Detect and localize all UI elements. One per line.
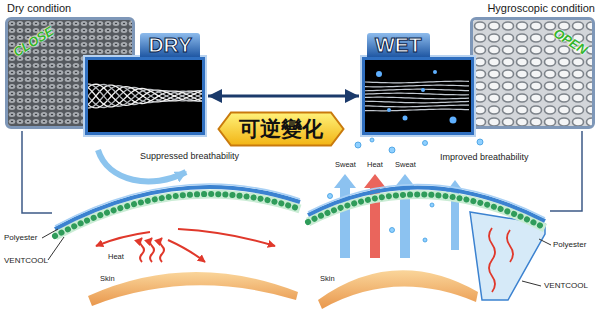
twisted-fiber <box>88 85 202 105</box>
water-drop <box>387 108 391 112</box>
heat-arrow <box>178 229 275 246</box>
leader-line <box>48 237 64 260</box>
state-tab: DRY <box>140 33 200 57</box>
layer-name: Polyester <box>4 233 37 243</box>
fiber-closeup-box: DRY <box>85 57 205 135</box>
water-drop <box>376 71 382 77</box>
straight-fiber <box>365 85 469 87</box>
fiber-closeup-box: WET <box>362 57 474 135</box>
condition-title: Hygroscopic condition <box>487 2 595 14</box>
state-tab: WET <box>367 33 430 57</box>
polyester-layer <box>55 184 300 226</box>
ventcool-layer <box>55 194 300 236</box>
bracket-line <box>550 131 582 211</box>
twisted-fiber <box>88 88 202 107</box>
heat-wave <box>140 238 144 262</box>
twisted-fiber <box>88 84 202 106</box>
polyester-layer <box>308 187 545 221</box>
condition-title: Dry condition <box>7 2 71 14</box>
straight-fiber <box>365 81 469 83</box>
skin-band <box>88 272 298 306</box>
mesh-texture <box>473 20 592 126</box>
layer-name: Polyester <box>553 240 586 250</box>
twisted-fiber <box>88 85 202 104</box>
leader-line <box>539 239 551 245</box>
heat-arrow <box>168 240 205 262</box>
fabric-photo-box: Hygroscopic conditionOPEN <box>470 17 595 129</box>
flow-label: Heat <box>108 252 124 261</box>
straight-fiber <box>365 89 469 91</box>
twisted-fiber <box>88 84 202 105</box>
fiber-wave <box>489 228 495 292</box>
change-label: 可逆變化 <box>217 111 345 147</box>
water-drop <box>403 116 408 121</box>
layer-name: VENTCOOL <box>4 256 48 266</box>
water-drop <box>421 88 425 92</box>
leader-line <box>522 281 541 286</box>
skin-label: Skin <box>100 274 115 283</box>
polyester-layer <box>308 184 545 218</box>
leader-line <box>42 229 58 238</box>
layer-name: VENTCOOL <box>544 281 588 291</box>
straight-fiber <box>365 101 469 103</box>
air-note: Improved breathability <box>440 152 529 163</box>
fiber-wave <box>507 230 513 262</box>
skin-band <box>318 270 478 309</box>
fiber-image <box>365 60 471 132</box>
straight-fiber <box>365 97 469 99</box>
bracket-line <box>22 131 52 213</box>
water-drop <box>450 117 457 124</box>
straight-fiber <box>365 93 469 95</box>
air-note: Suppressed breathability <box>140 151 239 162</box>
straight-fiber <box>365 109 469 111</box>
flow-label: Heat <box>367 160 383 169</box>
flow-label: Sweat <box>335 160 356 169</box>
sweat-arrow <box>334 174 356 258</box>
fiber-image <box>88 60 202 132</box>
skin-label: Skin <box>320 274 335 283</box>
heat-wave <box>150 238 154 262</box>
straight-fiber <box>365 105 469 107</box>
double-arrow <box>208 95 359 98</box>
change-hexagon: 可逆變化 <box>217 111 345 147</box>
water-drop <box>433 70 437 74</box>
heat-wave <box>160 238 164 262</box>
flow-label: Sweat <box>395 160 416 169</box>
ventcool-layer <box>55 194 300 236</box>
